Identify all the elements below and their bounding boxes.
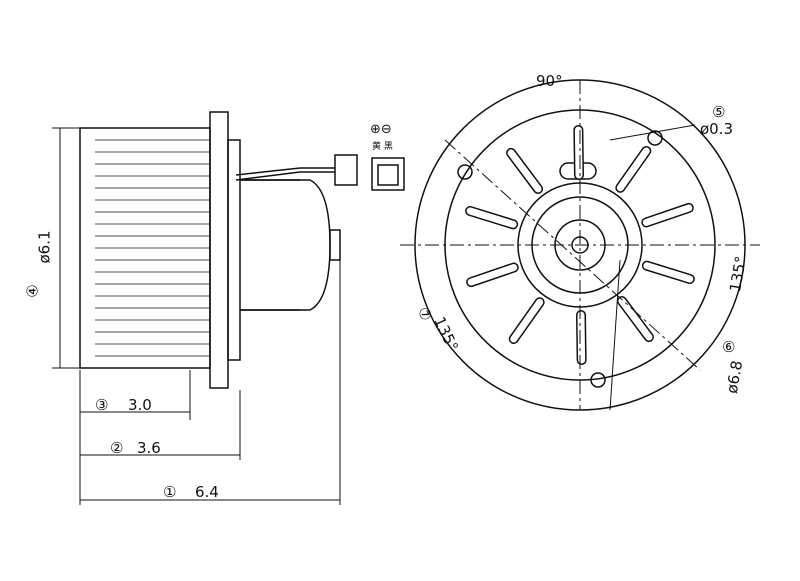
marker-5: ⑤ <box>712 103 726 121</box>
marker-1: ① <box>163 483 177 501</box>
housing-rib <box>642 204 693 226</box>
marker-2: ② <box>110 439 124 457</box>
marker-6: ⑥ <box>722 338 736 356</box>
dim-4-value: ø6.1 <box>35 230 54 264</box>
housing-rib <box>618 297 653 341</box>
housing-rib <box>467 264 518 286</box>
housing-rib <box>466 207 517 228</box>
dim-5-value: ø0.3 <box>700 120 734 138</box>
dimension-lines <box>52 127 341 505</box>
dim-1-value: 6.4 <box>195 483 219 501</box>
dim-2-value: 3.6 <box>137 439 161 457</box>
connector-wire-colors: 黄 黑 <box>372 142 393 152</box>
marker-3: ③ <box>95 396 109 414</box>
angle-top-label: 90° <box>536 72 563 90</box>
housing-rib <box>577 311 586 364</box>
front-view <box>400 79 760 411</box>
side-view <box>79 111 358 389</box>
housing-rib <box>507 149 542 193</box>
dim-3-value: 3.0 <box>128 396 152 414</box>
housing-rib <box>616 147 650 192</box>
housing-rib <box>510 298 544 343</box>
connector-polarity-label: ⊕⊖ <box>370 122 392 137</box>
connector <box>371 157 405 191</box>
housing-rib <box>643 262 694 283</box>
marker-4: ④ <box>23 284 42 298</box>
housing-rib <box>574 126 583 179</box>
